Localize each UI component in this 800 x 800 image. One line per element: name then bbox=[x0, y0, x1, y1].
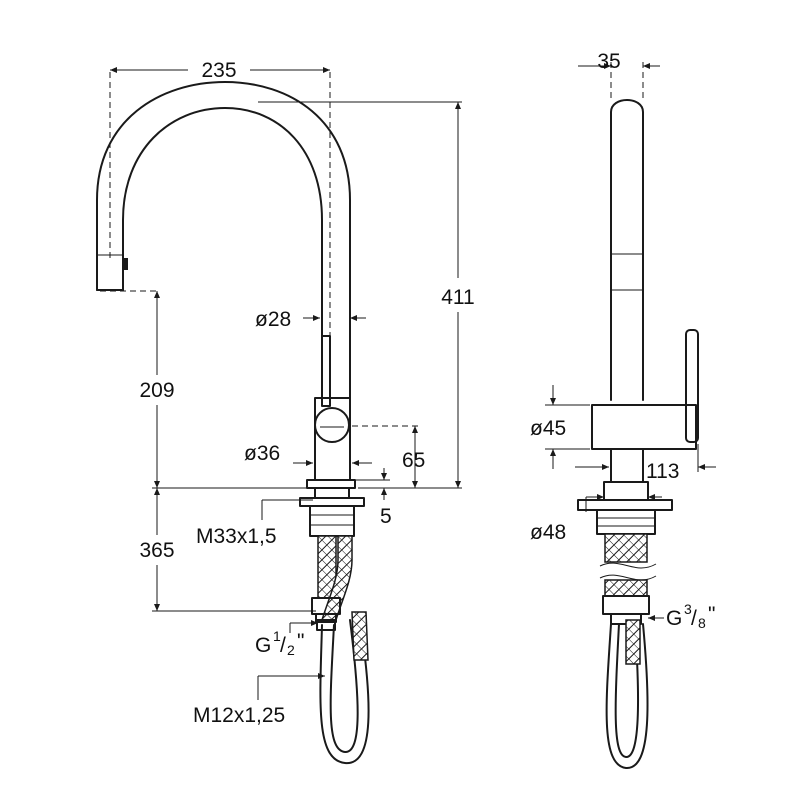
side-hose-inner bbox=[614, 623, 640, 759]
base-escutcheon bbox=[306, 479, 356, 489]
dim-label-411: 411 bbox=[441, 286, 474, 309]
dim-label-65: 65 bbox=[402, 449, 425, 472]
dim-label-28: ø28 bbox=[255, 308, 291, 331]
side-dim-label-35: 35 bbox=[597, 50, 620, 73]
g12-main: G bbox=[255, 634, 271, 657]
fixing-plate bbox=[299, 497, 365, 507]
side-fixing-plate bbox=[577, 499, 673, 511]
dim-label-m33: M33x1,5 bbox=[196, 525, 277, 548]
dim-label-209: 209 bbox=[139, 379, 174, 402]
side-dim-label-g38: G 3 / 8 " bbox=[666, 601, 715, 631]
side-fixing-nut bbox=[596, 509, 656, 535]
side-hose-weight bbox=[625, 619, 641, 665]
lever-hub bbox=[314, 407, 350, 443]
hose-weight bbox=[351, 611, 369, 661]
side-lever bbox=[685, 329, 699, 443]
hose-fitting bbox=[315, 613, 337, 623]
g12-num: 1 bbox=[273, 628, 281, 644]
spout-outer-curve bbox=[96, 81, 351, 399]
side-base bbox=[603, 481, 649, 501]
side-dim-label-45: ø45 bbox=[530, 417, 566, 440]
faucet-body bbox=[314, 397, 351, 481]
side-hose-nuts bbox=[602, 595, 650, 615]
g12-den: 2 bbox=[287, 642, 295, 658]
side-dim-label-48: ø48 bbox=[530, 521, 566, 544]
threaded-shank-top bbox=[314, 487, 350, 499]
side-braid-lower bbox=[604, 579, 648, 597]
g38-tail: " bbox=[708, 603, 715, 626]
g38-num: 3 bbox=[684, 601, 692, 617]
g38-main: G bbox=[666, 607, 682, 630]
dim-label-g12: G 1 / 2 " bbox=[255, 628, 304, 658]
dim-label-365: 365 bbox=[139, 539, 174, 562]
side-break-line-2 bbox=[599, 574, 657, 581]
side-body bbox=[591, 404, 697, 450]
g38-slash: / bbox=[691, 607, 697, 630]
g12-slash: / bbox=[280, 634, 286, 657]
front-view: 235 411 ø28 209 ø36 65 5 M33x1,5 365 bbox=[96, 59, 475, 765]
pullout-hose-inner bbox=[329, 619, 359, 754]
spout-inner-curve bbox=[122, 107, 323, 399]
side-spout bbox=[610, 99, 644, 401]
pullout-hose-outer bbox=[319, 619, 370, 765]
lever-handle bbox=[321, 335, 331, 407]
dim-label-m12: M12x1,25 bbox=[193, 704, 285, 727]
side-body-neck bbox=[610, 448, 644, 483]
g12-tail: " bbox=[297, 630, 304, 653]
spray-button bbox=[122, 258, 128, 270]
side-braid-upper bbox=[604, 533, 648, 563]
side-view: 35 ø45 113 ø48 G 3 / 8 " bbox=[530, 50, 716, 770]
fixing-nut bbox=[309, 505, 355, 537]
side-hose-outer bbox=[605, 623, 649, 770]
side-dim-label-113: 113 bbox=[646, 460, 679, 483]
dim-label-5: 5 bbox=[380, 505, 392, 528]
dim-label-235: 235 bbox=[201, 59, 236, 82]
side-break-line-1 bbox=[599, 562, 657, 569]
g38-den: 8 bbox=[698, 615, 706, 631]
dim-label-36: ø36 bbox=[244, 442, 280, 465]
